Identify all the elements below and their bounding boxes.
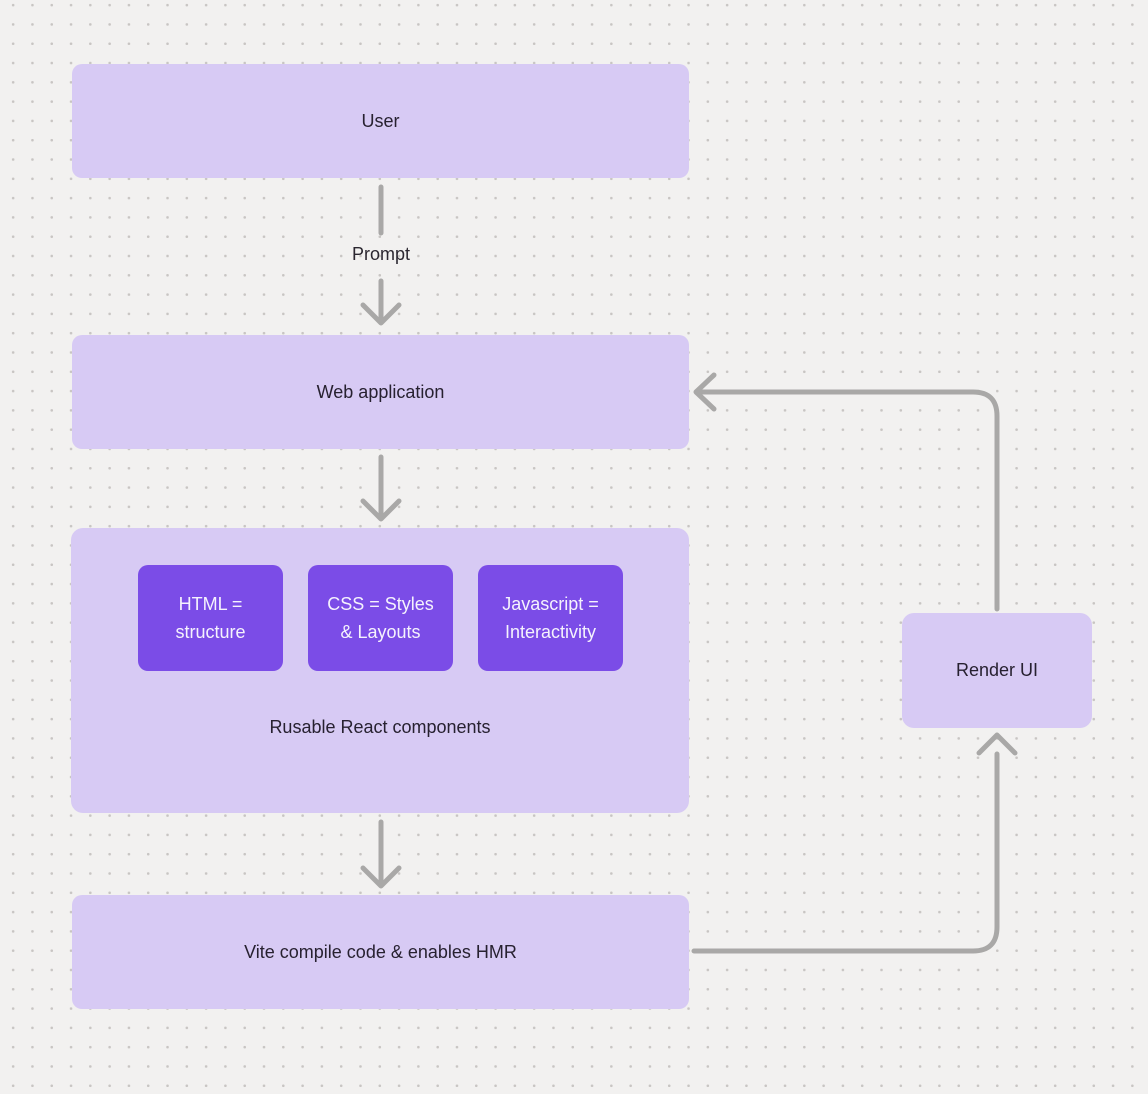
connector-components-to-vite[interactable]: [360, 819, 402, 889]
connector-segment: [691, 751, 1000, 954]
chip-css[interactable]: CSS = Styles & Layouts: [308, 565, 453, 671]
chip-html[interactable]: HTML = structure: [138, 565, 283, 671]
components-group-caption: Rusable React components: [269, 717, 491, 737]
node-render-ui[interactable]: Render UI: [902, 613, 1092, 728]
node-vite-label: Vite compile code & enables HMR: [244, 941, 517, 962]
arrowhead-left-icon: [693, 372, 717, 412]
node-components-group[interactable]: HTML = structure CSS = Styles & Layouts …: [71, 528, 689, 813]
connector-vite-to-render-ui[interactable]: [691, 732, 1018, 954]
node-user[interactable]: User: [72, 64, 689, 178]
chip-css-label: CSS = Styles & Layouts: [327, 594, 434, 642]
connector-web-application-to-components[interactable]: [360, 454, 402, 522]
chip-javascript-label: Javascript = Interactivity: [502, 594, 599, 642]
connector-segment: [698, 389, 1000, 612]
node-user-label: User: [361, 110, 400, 131]
arrowhead-down-icon: [360, 302, 402, 326]
arrowhead-down-icon: [360, 498, 402, 522]
edge-label-prompt: Prompt: [351, 244, 411, 264]
arrowhead-down-icon: [360, 865, 402, 889]
arrowhead-up-icon: [976, 732, 1018, 756]
node-web-application-label: Web application: [316, 381, 445, 402]
chip-javascript[interactable]: Javascript = Interactivity: [478, 565, 623, 671]
node-vite[interactable]: Vite compile code & enables HMR: [72, 895, 689, 1009]
node-render-ui-label: Render UI: [955, 660, 1039, 680]
connector-render-ui-to-web-application[interactable]: [693, 372, 1000, 612]
chip-html-label: HTML = structure: [175, 594, 246, 642]
connector-user-to-web-application[interactable]: [360, 184, 402, 326]
node-web-application[interactable]: Web application: [72, 335, 689, 449]
